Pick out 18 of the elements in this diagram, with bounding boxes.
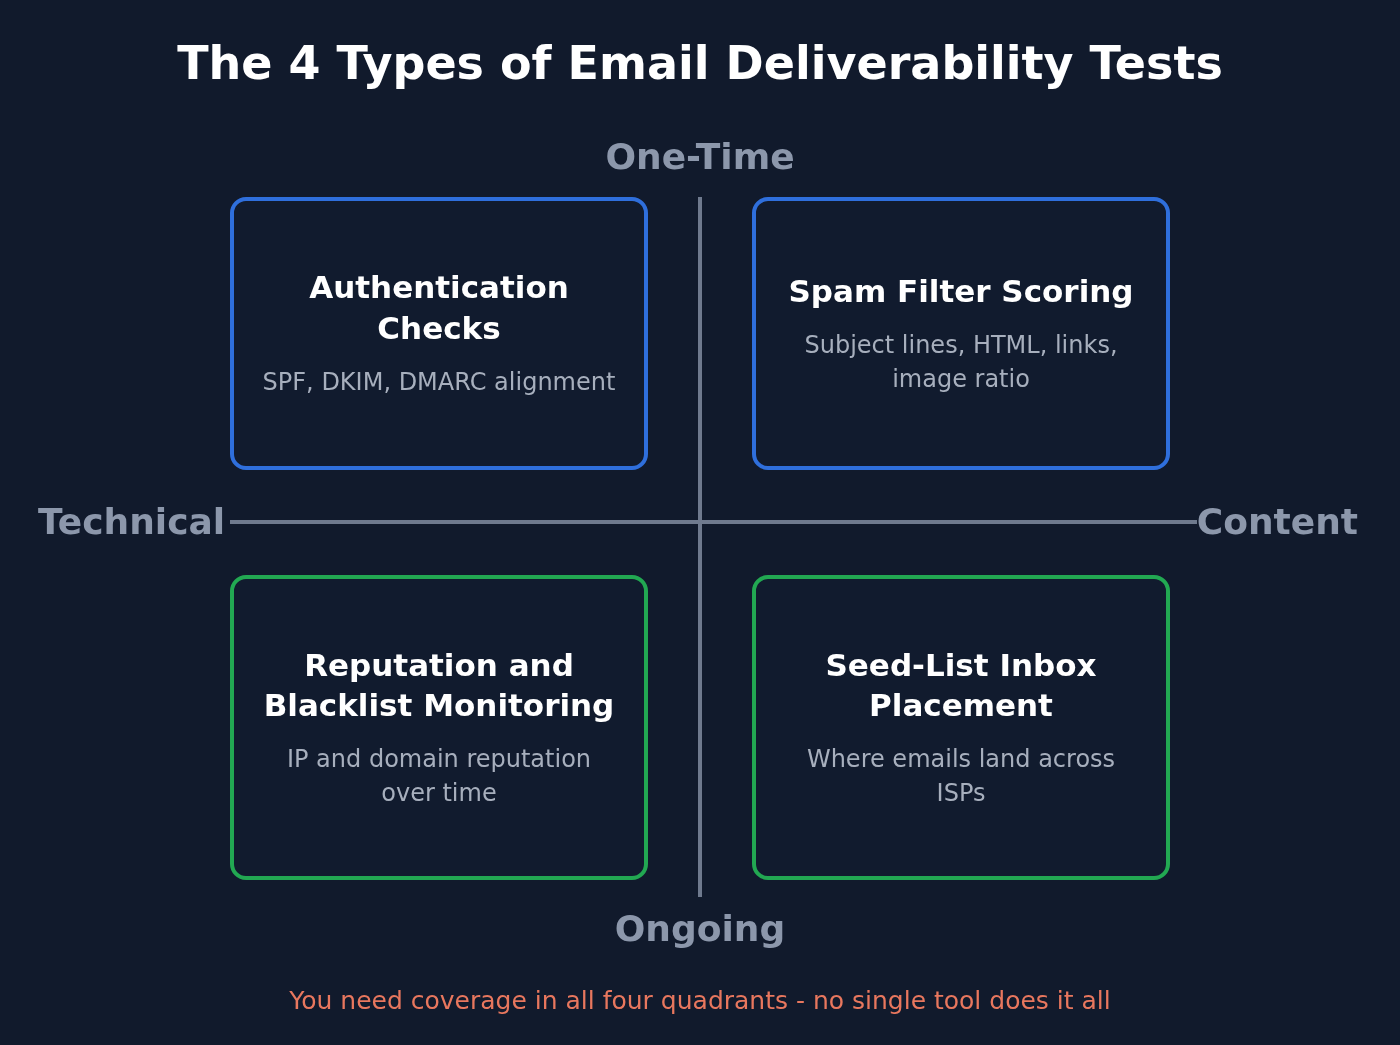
quadrant-card	[752, 197, 1170, 470]
card-heading: Reputation and Blacklist Monitoring	[262, 645, 616, 725]
card-description: Where emails land across ISPs	[805, 744, 1117, 809]
card-heading: Authentication Checks	[308, 268, 570, 348]
axis-label: One-Time	[605, 136, 795, 177]
card-heading: Seed-List Inbox Placement	[824, 645, 1098, 725]
caption-note: You need coverage in all four quadrants - no single tool does it all	[289, 986, 1111, 1015]
quadrant-card	[230, 575, 648, 880]
card-description: SPF, DKIM, DMARC alignment	[262, 367, 616, 398]
axis-label: Ongoing	[614, 908, 786, 949]
axis-label: Technical	[38, 501, 226, 542]
quadrant-card	[230, 197, 648, 470]
card-description: IP and domain reputation over time	[285, 744, 593, 809]
card-heading: Spam Filter Scoring	[788, 271, 1134, 311]
card-description: Subject lines, HTML, links, image ratio	[803, 330, 1119, 395]
diagram-title: The 4 Types of Email Deliverability Tests	[176, 36, 1224, 90]
axis-label: Content	[1196, 501, 1358, 542]
quadrant-card	[752, 575, 1170, 880]
